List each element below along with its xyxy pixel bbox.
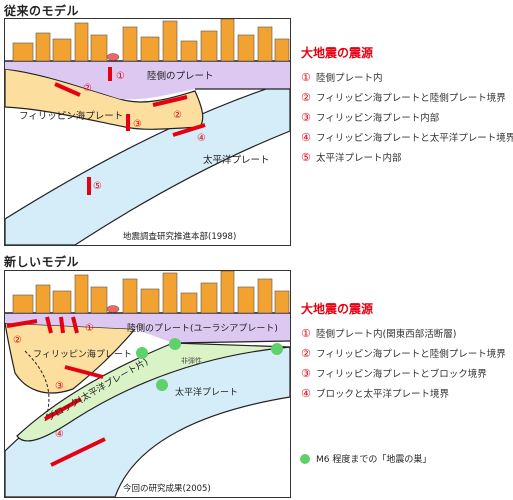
old-num-2a: ② xyxy=(83,83,92,94)
old-legend-title: 大地震の震源 xyxy=(301,46,374,60)
new-legend-title: 大地震の震源 xyxy=(301,302,374,316)
nest-dot xyxy=(271,343,283,355)
old-label-philippine: フィリッピン海プレート xyxy=(19,110,123,122)
old-pacific-plate xyxy=(5,80,290,245)
new-nest-dots xyxy=(136,338,283,391)
new-continental-plate xyxy=(5,313,290,343)
new-credit: 今回の研究成果(2005) xyxy=(123,483,211,494)
old-quake-marks xyxy=(54,67,206,195)
nest-dot xyxy=(169,338,181,350)
new-quake-marks xyxy=(6,316,106,467)
old-model-diagram: ① ② ② ③ ④ ⑤ 陸側のプレート フィリッピン海プレート 太平洋プレート … xyxy=(4,18,291,246)
new-label-continental: 陸側のプレート(ユーラシアプレート) xyxy=(127,322,278,334)
new-num-1: ① xyxy=(85,323,94,334)
old-num-1: ① xyxy=(116,71,125,82)
nest-dot xyxy=(136,347,148,359)
new-label-philippine-l1: フィリッピン海プレート xyxy=(33,348,132,360)
new-num-2: ② xyxy=(13,335,22,346)
new-num-3: ③ xyxy=(55,381,64,392)
old-city-skyline xyxy=(12,19,290,62)
new-label-philippine: フィリッピン海プレート xyxy=(33,348,132,360)
old-label-continental: 陸側のプレート xyxy=(147,70,214,82)
old-model-svg: ① ② ② ③ ④ ⑤ 陸側のプレート フィリッピン海プレート 太平洋プレート … xyxy=(5,19,290,245)
new-label-inelastic: 非弾性 xyxy=(181,356,202,365)
old-philippine-plate xyxy=(5,68,204,130)
old-credit: 地震調査研究推進本部(1998) xyxy=(123,231,236,242)
new-model-svg: ① ② ③ ④ 陸側のプレート(ユーラシアプレート) フィリッピン海プレート 太… xyxy=(5,271,290,497)
footnote-text: M6 程度までの「地震の巣」 xyxy=(316,455,432,465)
new-city-skyline xyxy=(12,271,290,314)
nest-legend-dot xyxy=(300,453,310,464)
new-philippine-plate xyxy=(5,322,137,394)
new-block-plate xyxy=(16,342,290,442)
old-label-pacific: 太平洋プレート xyxy=(203,154,270,166)
new-model-diagram: ① ② ③ ④ 陸側のプレート(ユーラシアプレート) フィリッピン海プレート 太… xyxy=(4,270,291,498)
new-model-heading: 新しいモデル xyxy=(4,255,80,269)
old-num-2b: ② xyxy=(173,110,182,121)
new-num-4: ④ xyxy=(55,429,64,440)
old-num-4: ④ xyxy=(197,133,206,144)
old-continental-plate xyxy=(5,61,290,100)
footnote: M6 程度までの「地震の巣」 xyxy=(300,452,431,465)
old-num-3: ③ xyxy=(133,119,142,130)
nest-dot xyxy=(156,379,168,391)
old-num-5: ⑤ xyxy=(93,181,102,192)
new-label-pacific: 太平洋プレート xyxy=(175,386,238,398)
old-model-heading: 従来のモデル xyxy=(4,4,80,18)
